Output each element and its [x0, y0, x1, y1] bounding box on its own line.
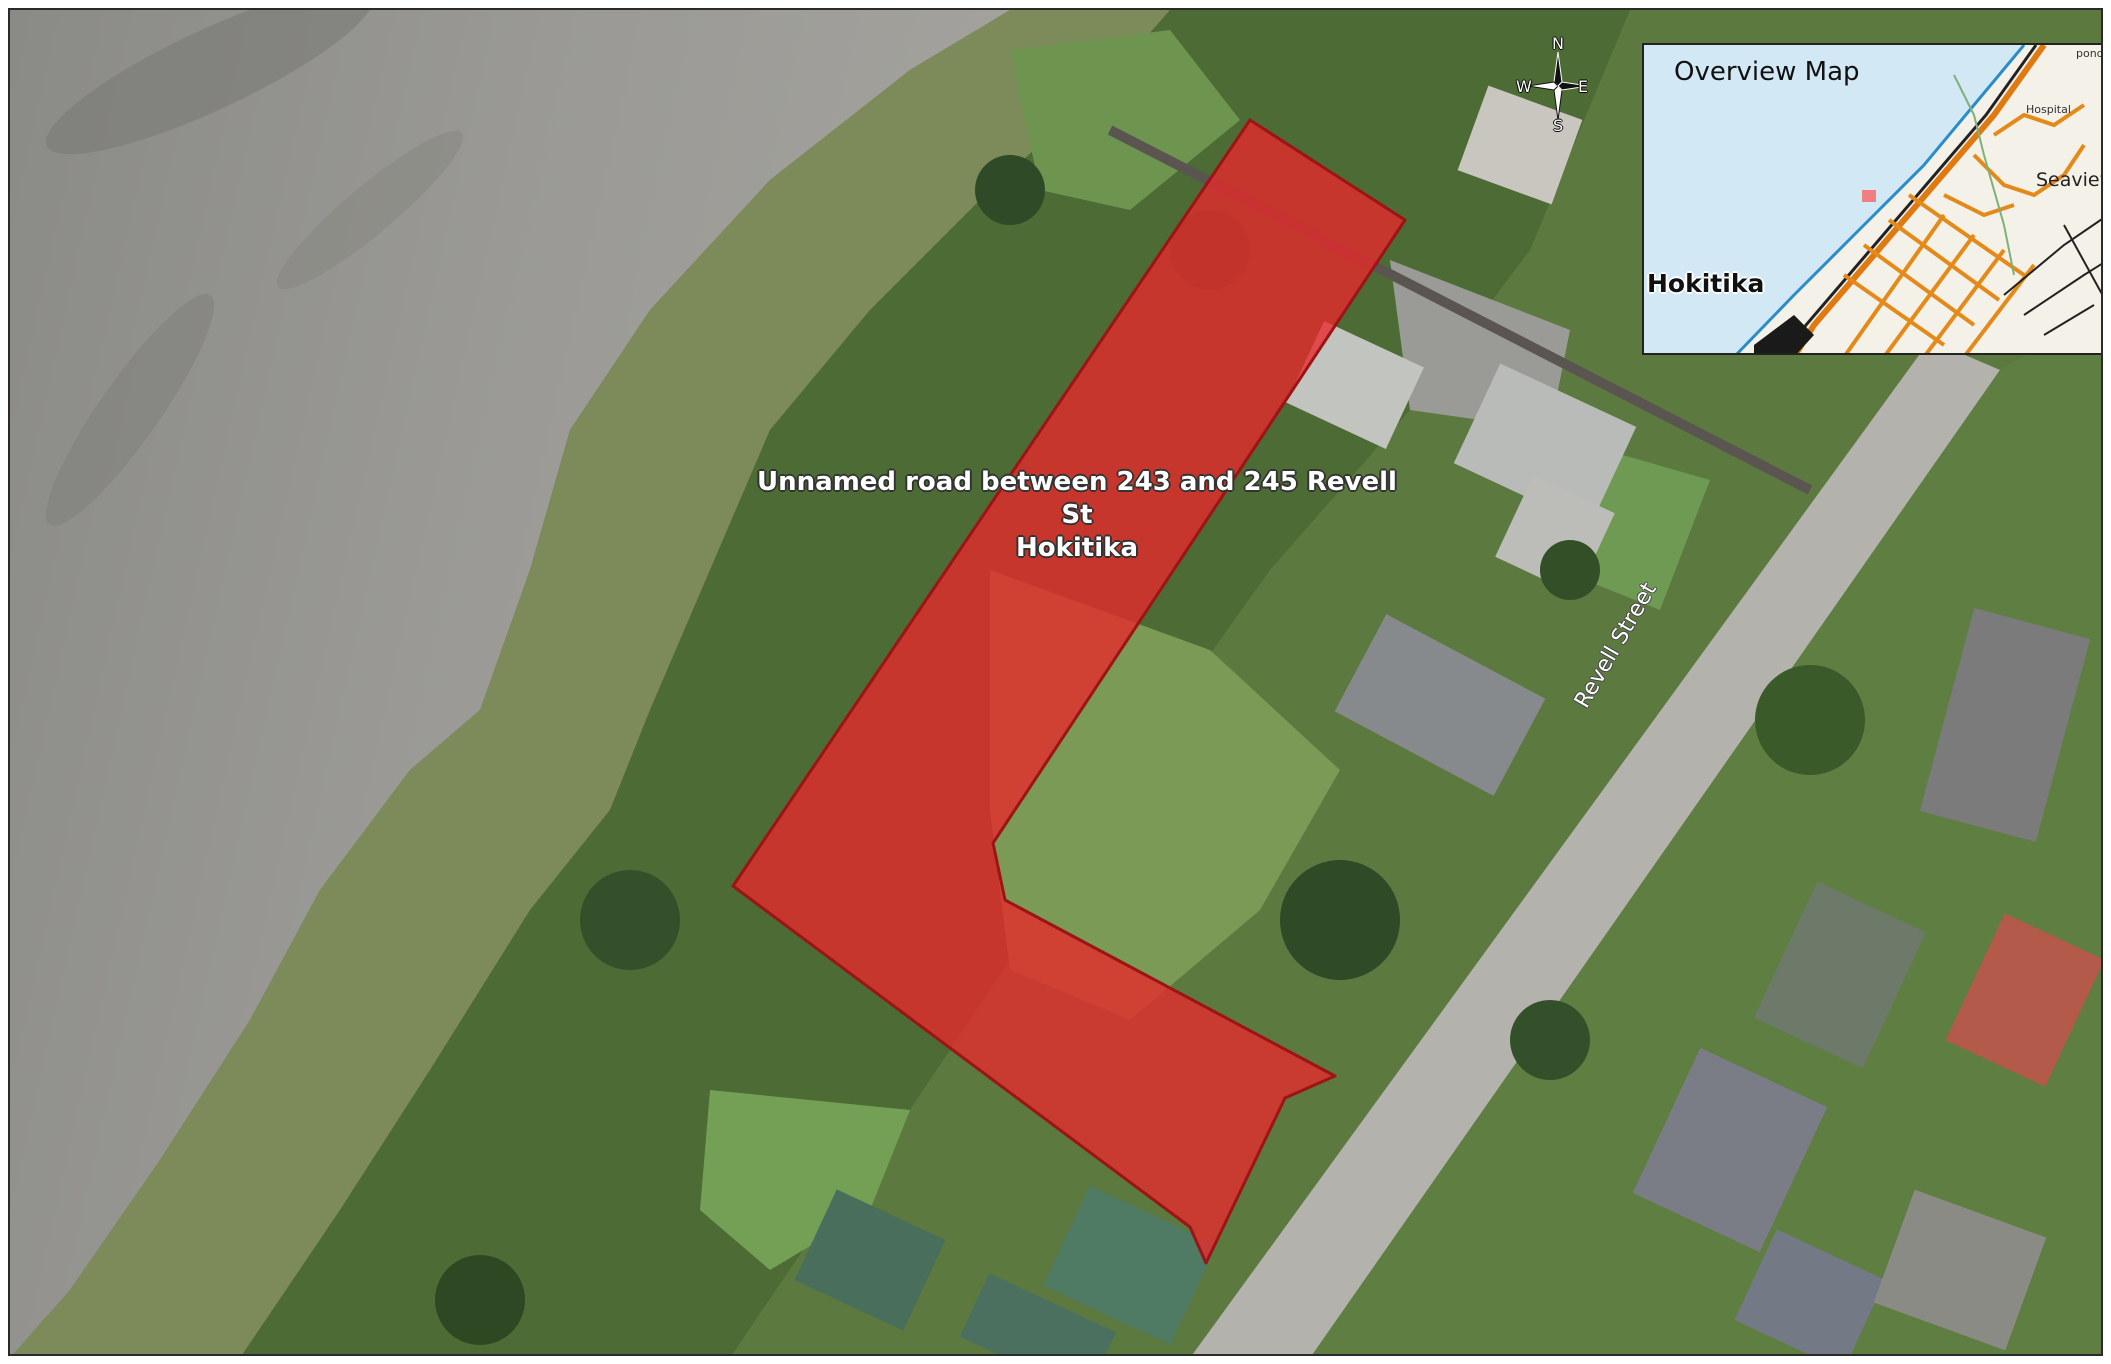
overview-hospital-label: Hospital — [2026, 103, 2071, 116]
compass-e: E — [1578, 77, 1589, 96]
revell-street — [1192, 340, 2000, 1354]
tree — [1510, 1000, 1590, 1080]
overview-town-centre — [1754, 315, 1814, 353]
wet-sand — [276, 130, 464, 290]
house-roof — [959, 1273, 1117, 1354]
house-roof — [794, 1189, 946, 1331]
house-roof — [1043, 1185, 1217, 1345]
house-roof — [1753, 881, 1927, 1069]
overview-title: Overview Map — [1674, 57, 1860, 87]
feature-label: Unnamed road between 243 and 245 Revell … — [757, 466, 1397, 565]
overview-site-marker — [1862, 190, 1876, 202]
overview-map[interactable]: Overview Map Hokitika Seaview Hospital p… — [1642, 43, 2103, 355]
compass-n: N — [1552, 34, 1564, 53]
wet-sand — [45, 10, 375, 155]
map-frame[interactable]: Unnamed road between 243 and 245 Revell … — [8, 8, 2103, 1356]
overview-coastline — [1735, 45, 2026, 353]
overview-town-label: Hokitika — [1647, 269, 1765, 298]
beach-sand — [10, 10, 1010, 1354]
house-roof — [1919, 608, 2091, 842]
overview-suburb-label: Seaview — [2036, 169, 2101, 191]
tree — [435, 1255, 525, 1345]
compass-s: S — [1553, 116, 1564, 135]
feature-label-line2: Hokitika — [1015, 533, 1138, 563]
dune-grass — [13, 10, 1170, 1354]
tree — [975, 155, 1045, 225]
house-roof — [1632, 1047, 1828, 1253]
tree — [580, 870, 680, 970]
highlighted-road-parcel[interactable] — [731, 118, 1407, 1265]
compass-star-icon — [1527, 51, 1589, 121]
overview-minor-roads — [2003, 218, 2101, 336]
overview-pond-label: pond — [2076, 47, 2103, 60]
house-roof — [1734, 1229, 1886, 1354]
road-right-land — [1312, 312, 2101, 1354]
overview-map-graphic — [1735, 45, 2101, 353]
house-roof — [1286, 320, 1424, 450]
overview-main-road — [1792, 45, 2047, 353]
compass-w: W — [1516, 77, 1532, 96]
house-roof — [1457, 85, 1583, 205]
compass-rose: N S E W — [1516, 34, 1594, 135]
overview-stream — [1953, 74, 2015, 276]
house-roof — [1873, 1189, 2047, 1351]
house-roof — [1334, 614, 1546, 796]
lawn — [700, 1090, 910, 1270]
tree — [1540, 540, 1600, 600]
house-roof — [1453, 363, 1637, 527]
tree — [1280, 860, 1400, 980]
feature-label-line1: Unnamed road between 243 and 245 Revell … — [757, 467, 1397, 530]
house-roof — [1945, 913, 2101, 1087]
tree — [1755, 665, 1865, 775]
wet-sand — [46, 294, 214, 526]
